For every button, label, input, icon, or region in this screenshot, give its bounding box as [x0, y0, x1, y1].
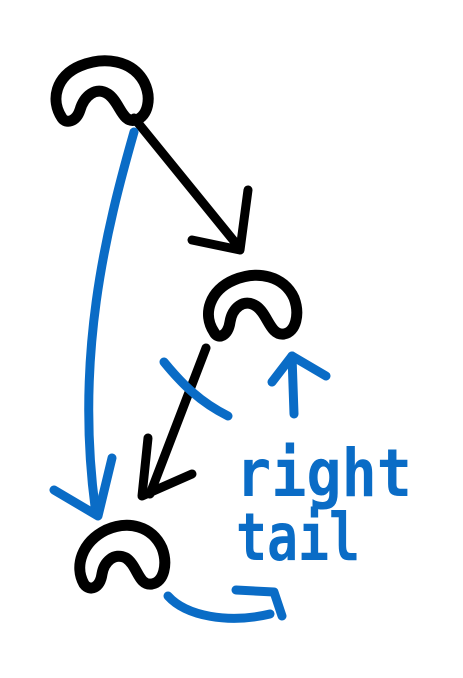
tail-curve-arrowhead [231, 585, 287, 621]
edge-top-to-middle [129, 113, 243, 251]
strike-through-mark [159, 357, 233, 421]
arrowhead-bottom [137, 433, 197, 501]
middle-node-arch [203, 269, 303, 342]
tail-curve-arrow [163, 591, 275, 623]
edge-middle-to-bottom [145, 343, 211, 499]
label-right: right [236, 435, 412, 512]
arrowhead-blue-bottom [49, 453, 117, 521]
up-arrow-head [267, 351, 331, 387]
bottom-node-arch [74, 519, 171, 594]
label-tail: tail [236, 499, 360, 576]
arrowhead-middle [187, 185, 253, 255]
edge-top-to-bottom [84, 127, 139, 519]
up-arrow-shaft [287, 351, 299, 419]
top-node-arch [50, 55, 154, 127]
